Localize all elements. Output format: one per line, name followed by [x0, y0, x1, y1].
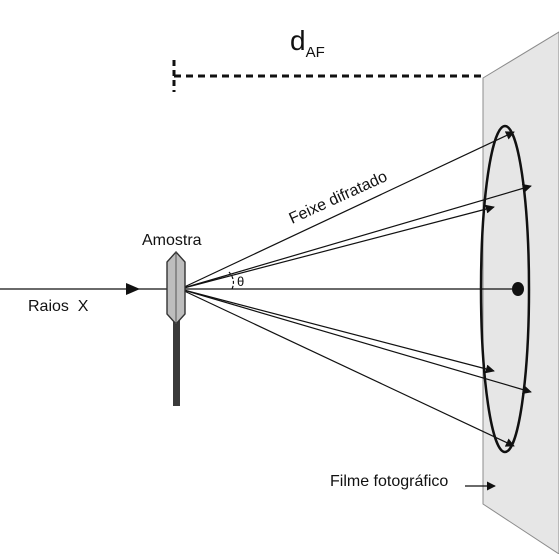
diffracted-beam	[179, 204, 495, 290]
incident-beam-arrowhead	[126, 283, 140, 295]
distance-label: dAF	[290, 25, 325, 61]
diffracted-beam	[179, 288, 532, 395]
diffracted-beam	[179, 288, 515, 447]
distance-label-main: d	[290, 25, 306, 56]
diffracted-beam	[179, 183, 532, 290]
theta-angle-arc	[228, 271, 235, 290]
diffracted-beam	[179, 288, 495, 374]
diffraction-ring	[479, 124, 531, 454]
sample-holder-rod	[173, 318, 180, 406]
xrays-label: Raios X	[28, 298, 89, 315]
distance-marker	[172, 60, 484, 92]
distance-label-subscript: AF	[306, 44, 325, 61]
central-spot	[512, 282, 524, 296]
diffracted-beams-lower	[179, 288, 532, 447]
sample-label: Amostra	[142, 232, 202, 249]
diffracted-beam	[179, 131, 515, 290]
diffracted-beams-upper	[179, 131, 532, 290]
film-label: Filme fotográfico	[330, 473, 448, 490]
theta-label: θ	[237, 274, 244, 289]
